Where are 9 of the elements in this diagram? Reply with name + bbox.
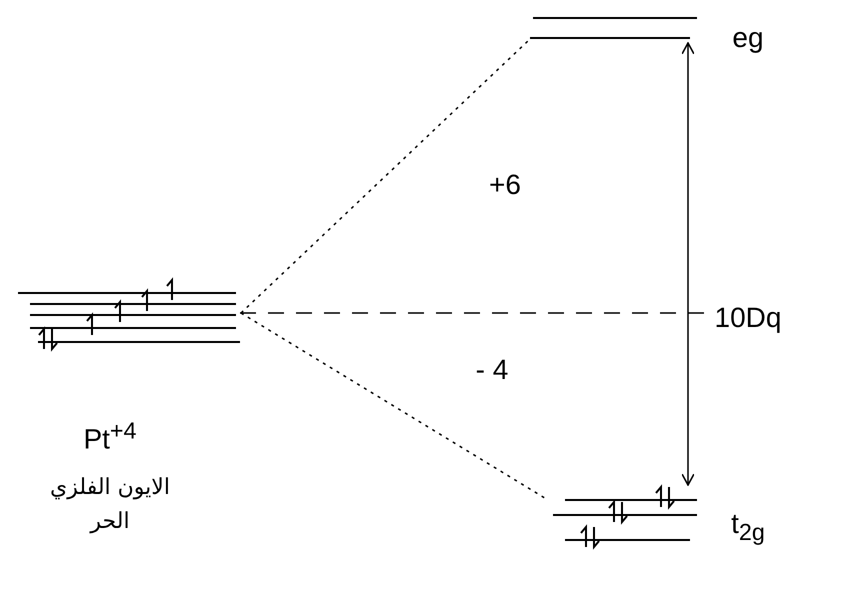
ion-label: Pt$^{+4}$: [83, 416, 137, 456]
connector-line: [240, 39, 530, 314]
ion-caption: الايون الفلزي الحر: [49, 474, 171, 536]
connector-line: [681, 42, 695, 486]
level-label: eg: [732, 22, 764, 54]
level-label: t$_{2g}$: [731, 508, 765, 547]
energy-label: +6: [489, 169, 521, 201]
energy-label: - 4: [476, 354, 508, 386]
energy-level-drawing: [16, 276, 242, 352]
